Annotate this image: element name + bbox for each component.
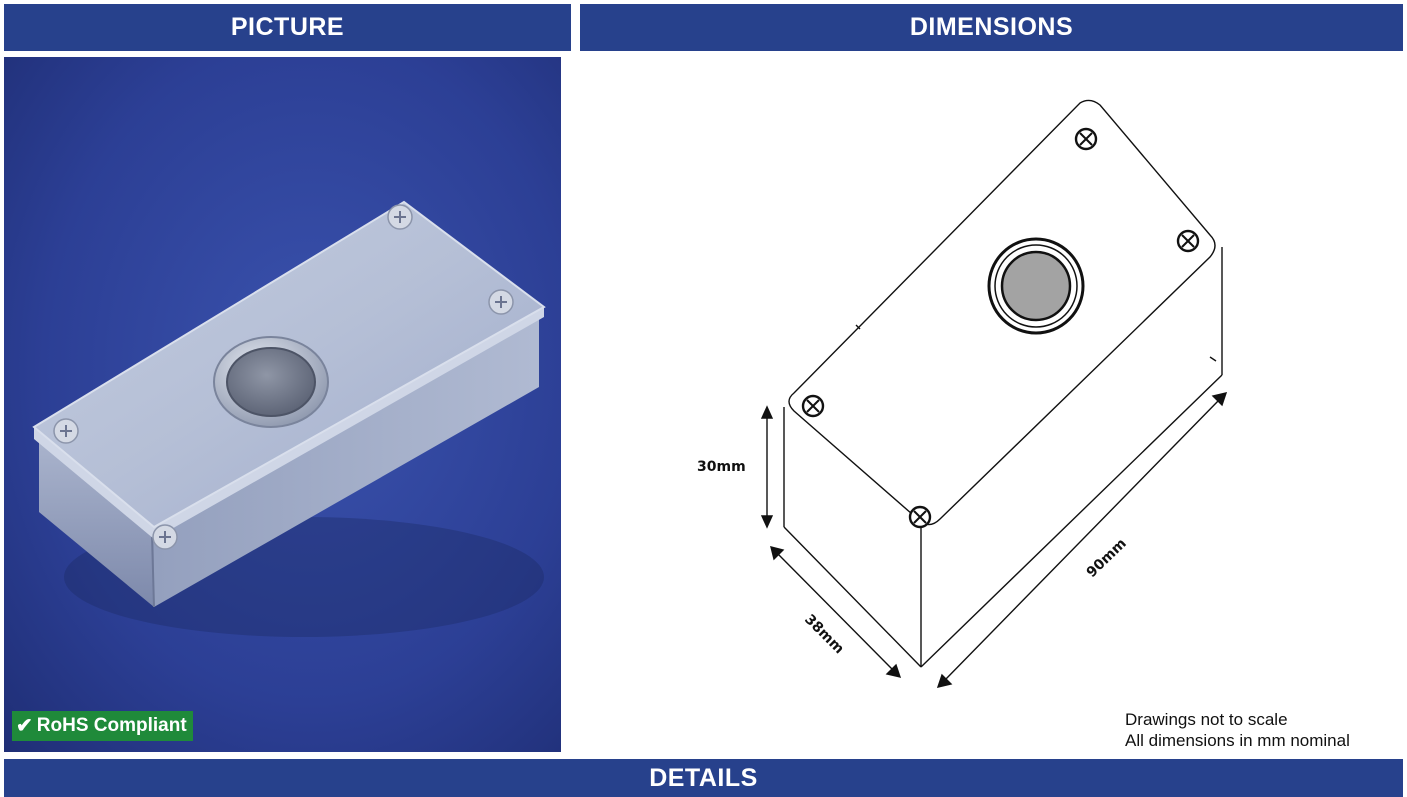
enclosure-line-drawing: 30mm 38mm 90mm — [697, 99, 1228, 688]
picture-header: PICTURE — [4, 4, 571, 51]
drawing-note-scale: Drawings not to scale — [1125, 710, 1288, 729]
width-dimension-label: 38mm — [801, 612, 847, 658]
dimensions-header-label: DIMENSIONS — [909, 13, 1074, 41]
drawing-note-units: All dimensions in mm nominal — [1125, 731, 1350, 750]
details-header-label: DETAILS — [649, 763, 758, 792]
rohs-compliant-badge: ✔ RoHS Compliant — [12, 711, 193, 741]
rohs-badge-label: RoHS Compliant — [36, 714, 187, 736]
dimension-drawing: 30mm 38mm 90mm — [580, 57, 1403, 757]
checkmark-icon: ✔ — [16, 715, 33, 737]
length-dimension-label: 90mm — [1084, 536, 1130, 581]
height-dimension-label: 30mm — [697, 459, 746, 475]
dimensions-header: DIMENSIONS — [580, 4, 1403, 51]
picture-header-label: PICTURE — [230, 13, 345, 41]
enclosure-photo-image — [4, 57, 561, 752]
details-header: DETAILS — [4, 759, 1403, 797]
product-photo: ✔ RoHS Compliant — [4, 57, 561, 752]
